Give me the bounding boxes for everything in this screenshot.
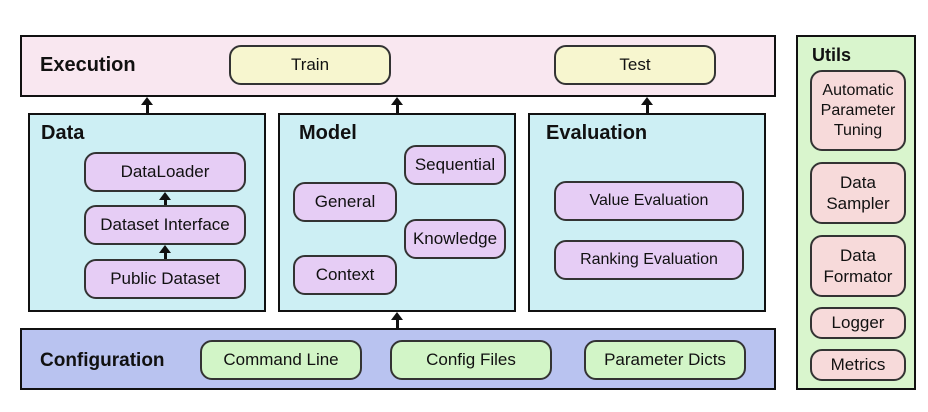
evaluation-title: Evaluation xyxy=(546,122,648,144)
config-files-box: Config Files xyxy=(390,340,552,380)
execution-title: Execution xyxy=(40,54,136,76)
utils-title: Utils xyxy=(812,45,852,65)
public-dataset-to-dataset-interface-arrow xyxy=(159,245,171,259)
utils-panel: Utils Automatic Parameter Tuning Data Sa… xyxy=(796,35,916,390)
test-box: Test xyxy=(554,45,716,85)
model-to-execution-arrow xyxy=(391,97,403,113)
ranking-evaluation-box: Ranking Evaluation xyxy=(554,240,744,280)
evaluation-to-execution-arrow xyxy=(641,97,653,113)
train-box: Train xyxy=(229,45,391,85)
model-title: Model xyxy=(299,122,357,144)
logger-box: Logger xyxy=(810,307,906,339)
data-title: Data xyxy=(41,122,85,144)
data-panel: Data DataLoader Dataset Interface Public… xyxy=(28,113,266,312)
data-formator-box: Data Formator xyxy=(810,235,906,297)
command-line-box: Command Line xyxy=(200,340,362,380)
execution-panel: Execution Train Test xyxy=(20,35,776,97)
context-box: Context xyxy=(293,255,397,295)
sequential-box: Sequential xyxy=(404,145,506,185)
data-sampler-box: Data Sampler xyxy=(810,162,906,224)
model-panel: Model Sequential General Knowledge Conte… xyxy=(278,113,516,312)
configuration-title: Configuration xyxy=(40,350,165,371)
dataset-interface-to-dataloader-arrow xyxy=(159,192,171,205)
configuration-panel: Configuration Command Line Config Files … xyxy=(20,328,776,390)
knowledge-box: Knowledge xyxy=(404,219,506,259)
data-to-execution-arrow xyxy=(141,97,153,113)
public-dataset-box: Public Dataset xyxy=(84,259,246,299)
configuration-to-model-arrow xyxy=(391,312,403,328)
metrics-box: Metrics xyxy=(810,349,906,381)
dataset-interface-box: Dataset Interface xyxy=(84,205,246,245)
evaluation-panel: Evaluation Value Evaluation Ranking Eval… xyxy=(528,113,766,312)
automatic-parameter-tuning-box: Automatic Parameter Tuning xyxy=(810,70,906,151)
value-evaluation-box: Value Evaluation xyxy=(554,181,744,221)
dataloader-box: DataLoader xyxy=(84,152,246,192)
parameter-dicts-box: Parameter Dicts xyxy=(584,340,746,380)
general-box: General xyxy=(293,182,397,222)
